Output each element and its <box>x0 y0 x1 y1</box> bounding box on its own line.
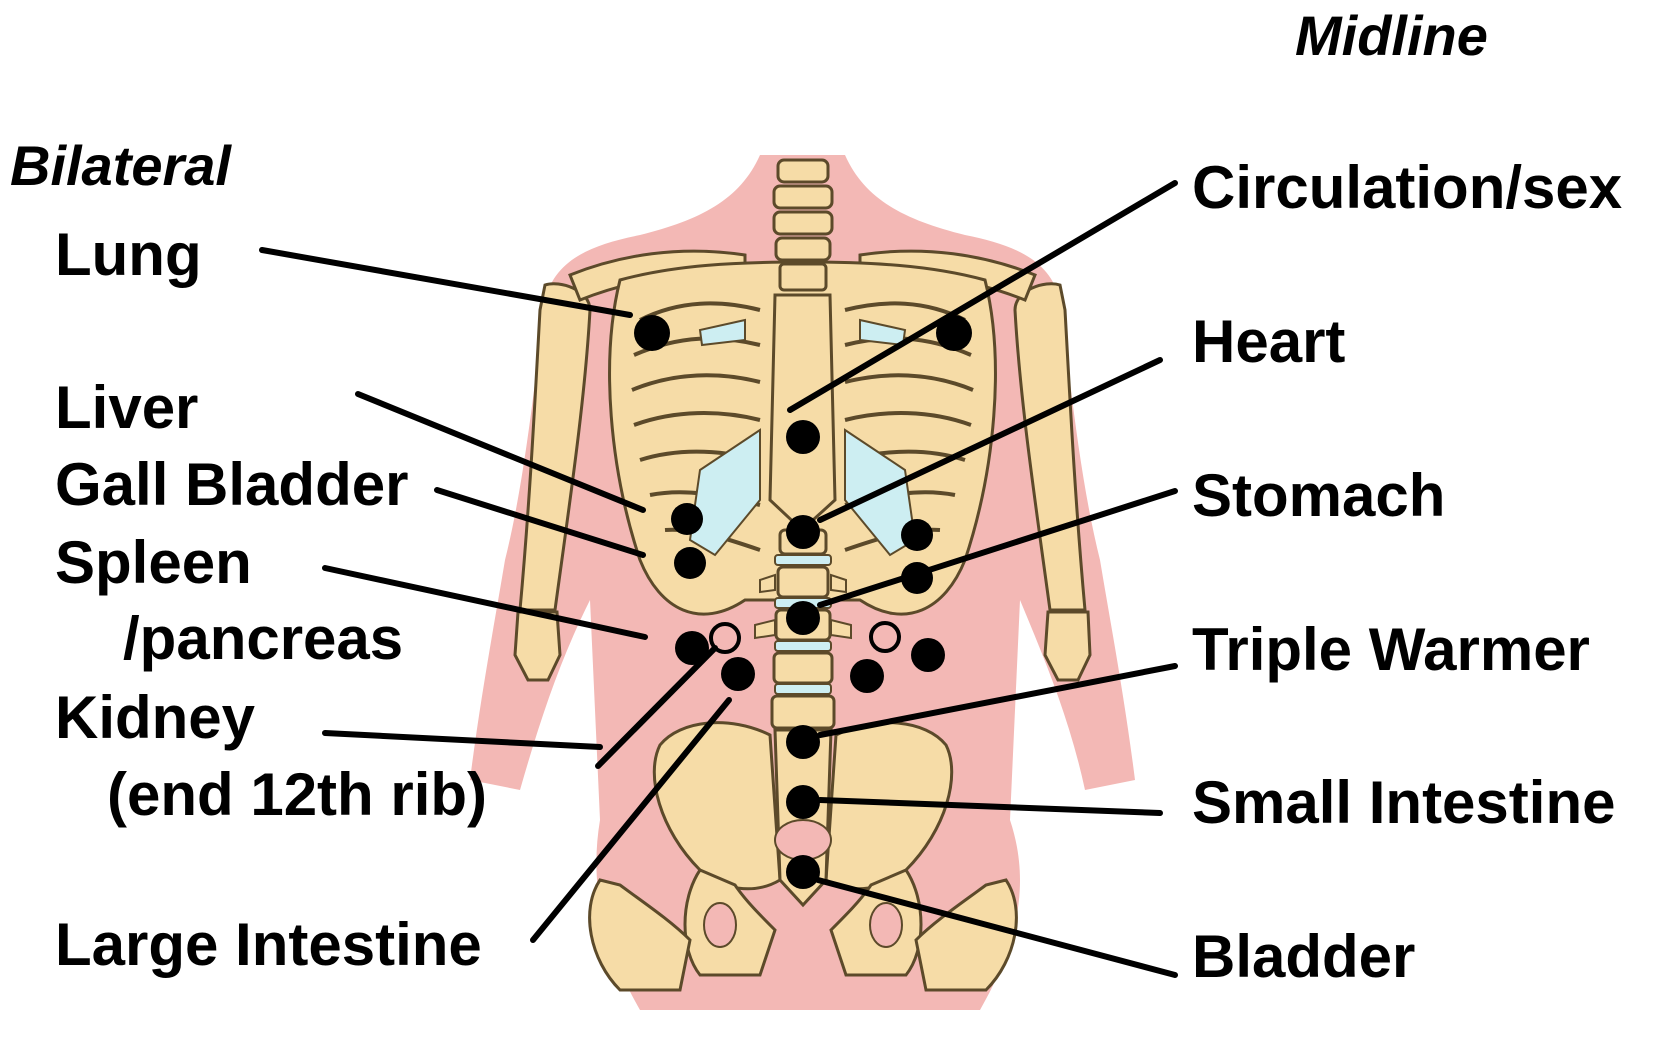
label-triple-warmer: Triple Warmer <box>1192 620 1590 680</box>
label-circulation-sex: Circulation/sex <box>1192 158 1622 218</box>
sternum <box>770 295 835 530</box>
label-liver: Liver <box>55 378 198 438</box>
point-heart <box>786 515 820 549</box>
label-stomach: Stomach <box>1192 466 1445 526</box>
point-circulation-sex <box>786 420 820 454</box>
point-stomach <box>786 601 820 635</box>
midline-header: Midline <box>1295 8 1488 64</box>
label-kidney-note: (end 12th rib) <box>107 765 487 825</box>
point-triple-warmer <box>786 725 820 759</box>
point-liver-right <box>901 519 933 551</box>
bilateral-header: Bilateral <box>10 138 231 194</box>
cervical-spine <box>774 160 832 290</box>
point-lung-left <box>634 315 670 351</box>
leader-kidney <box>325 733 600 747</box>
label-heart: Heart <box>1192 312 1345 372</box>
label-gall-bladder: Gall Bladder <box>55 455 408 515</box>
label-spleen: Spleen <box>55 533 252 593</box>
point-large-intestine-left <box>721 657 755 691</box>
label-small-intestine: Small Intestine <box>1192 773 1615 833</box>
point-liver-left <box>671 503 703 535</box>
label-pancreas: /pancreas <box>123 609 403 669</box>
label-bladder: Bladder <box>1192 927 1415 987</box>
point-gall-bladder-left <box>674 547 706 579</box>
point-spleen-right <box>911 638 945 672</box>
point-bladder <box>786 855 820 889</box>
label-lung: Lung <box>55 225 202 285</box>
label-large-intestine: Large Intestine <box>55 915 482 975</box>
point-large-intestine-right <box>850 659 884 693</box>
point-small-intestine <box>786 785 820 819</box>
label-kidney: Kidney <box>55 688 255 748</box>
